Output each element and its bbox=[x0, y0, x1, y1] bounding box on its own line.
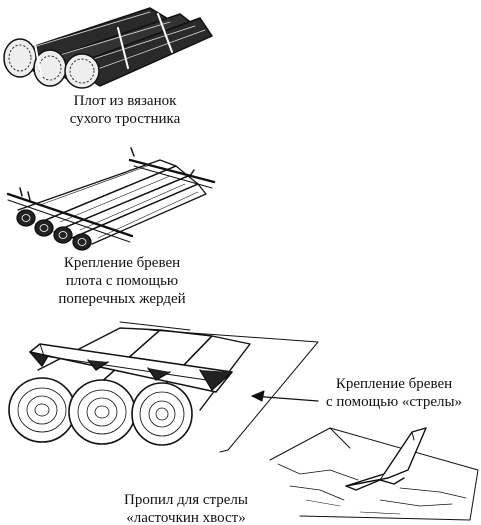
crossbar-raft-drawing bbox=[6, 147, 216, 251]
arrow-fastening-drawing bbox=[8, 321, 319, 453]
caption-line: Крепление бревен bbox=[335, 376, 453, 392]
dovetail-cut-drawing bbox=[269, 427, 479, 521]
caption-line: поперечных жердей bbox=[58, 291, 186, 307]
caption-line: сухого тростника bbox=[69, 111, 181, 127]
caption-arrow-fastening: Крепление бревен с помощью «стрелы» bbox=[314, 375, 474, 411]
caption-line: плота с помощью bbox=[65, 273, 179, 289]
caption-dovetail-cut: Пропил для стрелы «ласточкин хвост» bbox=[106, 491, 266, 525]
caption-line: Крепление бревен bbox=[63, 255, 181, 271]
caption-line: Плот из вязанок bbox=[73, 93, 177, 109]
pointer-arrow-icon bbox=[251, 390, 319, 402]
reed-bundle-raft-drawing bbox=[3, 7, 213, 89]
caption-reed-raft: Плот из вязанок сухого тростника bbox=[40, 92, 210, 128]
dovetail-pointer-icon bbox=[329, 427, 351, 449]
caption-crossbar-raft: Крепление бревен плота с помощью попереч… bbox=[22, 254, 222, 308]
caption-line: «ласточкин хвост» bbox=[126, 510, 246, 525]
caption-line: Пропил для стрелы bbox=[123, 492, 248, 508]
caption-line: с помощью «стрелы» bbox=[325, 394, 463, 410]
